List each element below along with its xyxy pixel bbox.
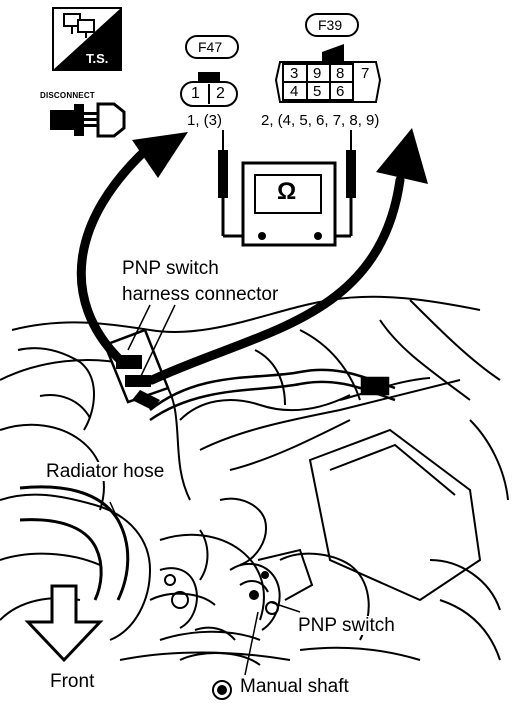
f39-pin: 7 [361,65,370,82]
manual-shaft-label: Manual shaft [238,676,351,697]
f39-pin: 6 [336,83,345,100]
pnp-connector-label-line2: harness connector [120,284,281,305]
harness-cable [149,368,396,422]
pnp-connector-label-line1: PNP switch [120,258,221,279]
disconnect-icon [50,102,126,138]
pnp-switch-label: PNP switch [296,615,397,636]
f39-pin: 4 [290,83,299,100]
leader-lines [109,304,301,676]
f39-pin: 8 [336,65,345,82]
ohmmeter [241,161,337,247]
pnp-harness-connector-drawing [103,328,170,410]
f47-pin-caption: 1, (3) [187,112,223,129]
f47-pin-2: 2 [216,85,225,102]
front-arrow-icon [24,584,104,663]
f47-pin-1: 1 [191,85,200,102]
f39-pin: 3 [290,65,299,82]
f39-pin: 5 [313,83,322,100]
arrow-to-f47 [76,132,188,365]
arrow-to-f39 [147,128,428,385]
f39-id-label: F39 [318,17,343,33]
ts-badge-text: T.S. [86,51,109,66]
pnp-switch-drawing [159,548,314,700]
ts-badge [52,7,122,71]
ts-wrench-icon [63,13,95,38]
f47-id-label: F47 [198,39,223,55]
front-label: Front [48,671,97,692]
connector-f47 [180,35,239,107]
connector-f39 [274,13,382,103]
radiator-hose-label: Radiator hose [44,461,167,482]
disconnect-label: DISCONNECT [40,91,95,100]
ohm-symbol: Ω [277,178,297,205]
f39-pin: 9 [313,65,322,82]
f39-pin-caption: 2, (4, 5, 6, 7, 8, 9) [261,112,380,129]
